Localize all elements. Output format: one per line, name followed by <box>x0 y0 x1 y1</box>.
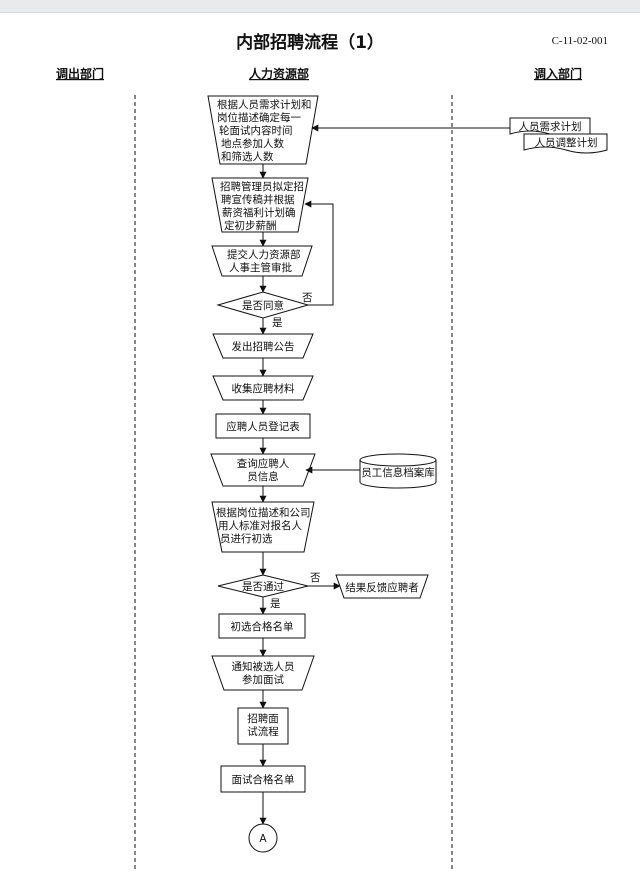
svg-text:面试合格名单: 面试合格名单 <box>232 773 295 786</box>
label-yes-1: 是 <box>272 317 283 329</box>
svg-text:查询应聘人员信息: 查询应聘人员信息 <box>237 457 290 483</box>
svg-text:通知被选人员参加面试: 通知被选人员参加面试 <box>232 660 295 686</box>
node-publish-notice <box>212 333 314 359</box>
doc-staff-adjust-plan <box>523 133 608 154</box>
node-interview-passed-list <box>220 765 306 793</box>
svg-text:收集应聘材料: 收集应聘材料 <box>232 382 295 395</box>
svg-text:是否同意: 是否同意 <box>242 299 284 312</box>
column-header-left: 调出部门 <box>56 66 104 81</box>
svg-text:初选合格名单: 初选合格名单 <box>231 620 294 633</box>
node-feedback-applicants <box>335 574 429 599</box>
column-header-right: 调入部门 <box>534 66 582 81</box>
svg-text:招聘管理员拟定招聘宣传稿并根据薪资福利计划确定初步薪酬: 招聘管理员拟定招聘宣传稿并根据薪资福利计划确定初步薪酬 <box>220 180 304 232</box>
node-collect-materials <box>212 375 314 401</box>
svg-text:应聘人员登记表: 应聘人员登记表 <box>226 420 300 433</box>
label-yes-2: 是 <box>270 598 281 610</box>
node-query-info <box>210 453 316 487</box>
db-employee-archive-top <box>359 453 437 467</box>
node-notify-interview <box>211 655 315 691</box>
label-no-2: 否 <box>310 572 321 584</box>
node-plan-interview <box>207 95 319 165</box>
svg-text:根据人员需求计划和岗位描述确定每一轮面试内容时间地点参加人数: 根据人员需求计划和岗位描述确定每一轮面试内容时间地点参加人数和筛选人数 <box>217 98 312 163</box>
svg-text:A: A <box>259 833 267 845</box>
column-header-center: 人力资源部 <box>249 66 309 81</box>
node-submit-approval <box>211 245 313 277</box>
svg-text:发出招聘公告: 发出招聘公告 <box>232 340 295 353</box>
svg-text:结果反馈应聘者: 结果反馈应聘者 <box>345 581 419 594</box>
page-title: 内部招聘流程（1） <box>236 32 384 53</box>
window-top-bar <box>0 0 640 13</box>
svg-text:招聘面试流程: 招聘面试流程 <box>247 712 279 738</box>
node-preliminary-screening <box>211 501 315 553</box>
node-interview-process <box>237 707 289 745</box>
node-preliminary-list <box>218 613 306 639</box>
svg-text:根据岗位描述和公司用人标准对报名人员进行初选: 根据岗位描述和公司用人标准对报名人员进行初选 <box>216 506 311 545</box>
label-no-1: 否 <box>302 292 313 304</box>
svg-text:是否通过: 是否通过 <box>242 580 284 593</box>
svg-text:人员需求计划: 人员需求计划 <box>519 120 582 133</box>
node-draft-notice <box>211 177 309 233</box>
document-code: C-11-02-001 <box>552 35 608 47</box>
svg-text:提交人力资源部人事主管审批: 提交人力资源部人事主管审批 <box>227 248 301 274</box>
svg-text:人员调整计划: 人员调整计划 <box>535 136 598 149</box>
db-employee-archive <box>359 460 437 489</box>
svg-text:员工信息档案库: 员工信息档案库 <box>361 466 435 479</box>
